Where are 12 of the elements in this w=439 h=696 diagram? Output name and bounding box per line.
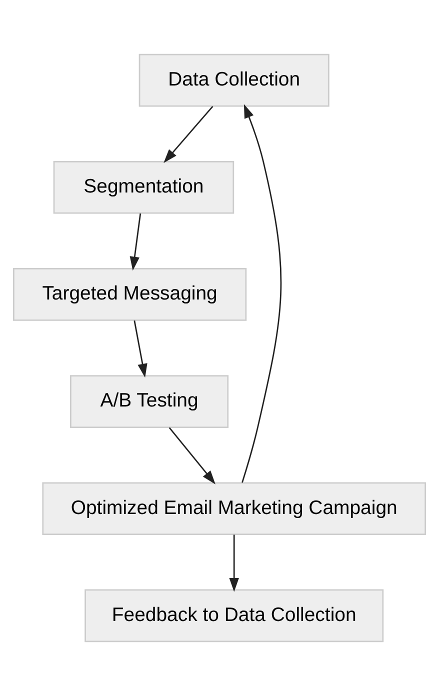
arrow <box>164 106 214 164</box>
arrow <box>130 213 142 271</box>
arrow <box>134 320 148 378</box>
arrow <box>229 534 239 592</box>
arrow <box>168 427 216 484</box>
node-box: Segmentation <box>53 160 234 214</box>
node-box: Targeted Messaging <box>12 268 247 321</box>
node-box: Data Collection <box>138 54 330 107</box>
node-box: Optimized Email Marketing Campaign <box>42 482 426 536</box>
arrow <box>242 104 282 483</box>
node-box: Feedback to Data Collection <box>84 589 384 642</box>
node-box: A/B Testing <box>70 375 229 428</box>
